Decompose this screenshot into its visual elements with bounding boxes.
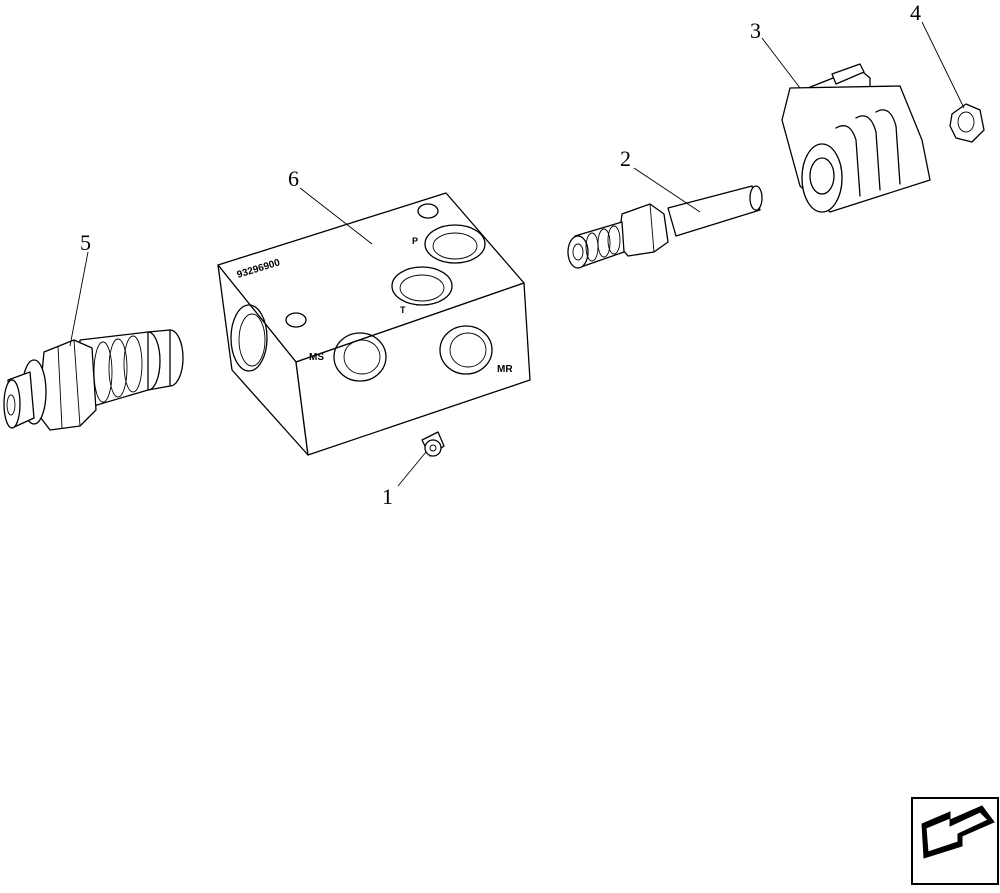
solenoid-coil (781, 63, 931, 213)
callout-6: 6 (288, 166, 299, 191)
port-label-p: P (412, 236, 418, 246)
small-plug (421, 431, 445, 457)
hex-nut (949, 103, 985, 143)
hydraulic-fitting (3, 329, 184, 431)
callout-4: 4 (910, 0, 921, 25)
back-arrow-icon[interactable] (911, 797, 999, 885)
valve-cartridge (567, 185, 763, 269)
callout-3: 3 (750, 18, 761, 43)
callout-5: 5 (80, 230, 91, 255)
callout-1: 1 (382, 484, 393, 509)
port-label-ms: MS (309, 352, 324, 363)
valve-block: 93296900 P T MS MR (217, 192, 531, 456)
port-label-mr: MR (497, 364, 513, 375)
leader-lines (69, 21, 965, 487)
callout-2: 2 (620, 146, 631, 171)
port-label-t: T (400, 305, 406, 315)
